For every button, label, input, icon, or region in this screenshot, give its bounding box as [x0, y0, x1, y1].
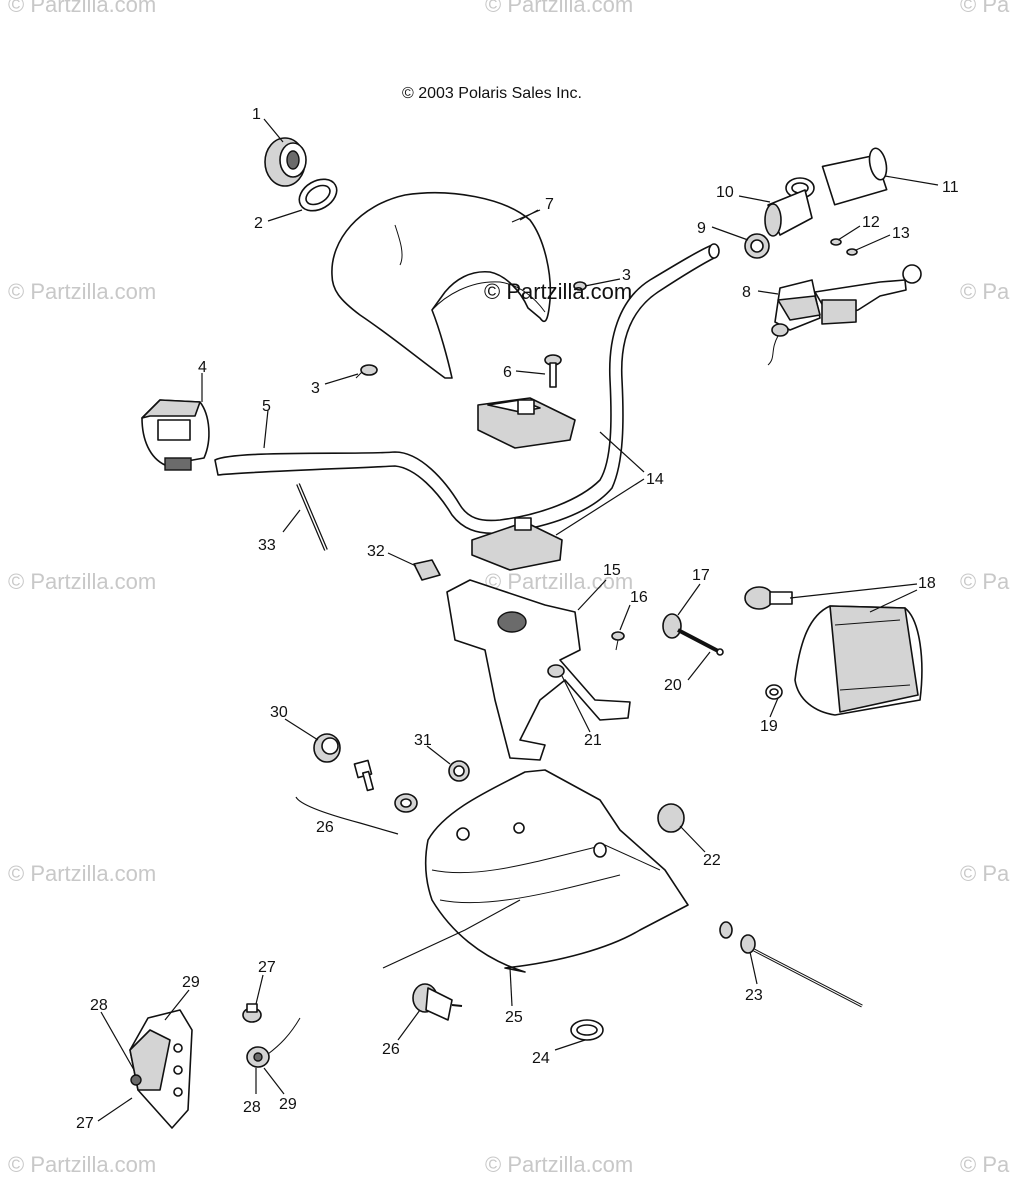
watermark: © Pa	[960, 569, 1010, 594]
callout-16: 16	[630, 589, 648, 606]
callout-9: 9	[697, 220, 706, 237]
callout-26: 26	[382, 1041, 400, 1058]
part-13-screw	[846, 248, 858, 256]
callout-29: 29	[182, 974, 200, 991]
watermark: © Partzilla.com	[485, 0, 633, 17]
callout-5: 5	[262, 398, 271, 415]
watermark: © Pa	[960, 279, 1010, 304]
callout-28: 28	[90, 997, 108, 1014]
watermark: © Pa	[960, 0, 1010, 17]
group-bracket-26a	[295, 796, 399, 835]
part-11-grip	[785, 147, 888, 206]
ignition-nut	[394, 793, 418, 813]
part-33-cable-tie	[296, 483, 328, 551]
callout-33: 33	[258, 537, 276, 554]
part-1-bezel	[264, 137, 307, 187]
part-21-nut	[547, 664, 565, 678]
part-29-switch-bracket	[129, 1009, 193, 1129]
part-23-cable	[719, 921, 863, 1008]
callout-7: 7	[545, 196, 554, 213]
part-12-screw	[830, 238, 842, 246]
callout-labels: 1 2 7 3 3 4 5 6 8 9 10 11 12 13 14 15 16…	[76, 106, 959, 1132]
callout-12: 12	[862, 214, 880, 231]
part-27-screw	[242, 1003, 262, 1023]
callout-31: 31	[414, 732, 432, 749]
callout-27: 27	[76, 1115, 94, 1132]
leader-lines	[97, 118, 939, 1122]
part-30-cap	[313, 733, 341, 763]
watermark: © Pa	[960, 1152, 1010, 1177]
callout-20: 20	[664, 677, 682, 694]
callout-30: 30	[270, 704, 288, 721]
callout-6: 6	[503, 364, 512, 381]
callout-27: 27	[258, 959, 276, 976]
copyright-notice: © 2003 Polaris Sales Inc.	[402, 85, 582, 102]
callout-24: 24	[532, 1050, 550, 1067]
part-7-pod-cover	[331, 192, 552, 379]
watermark: © Partzilla.com	[8, 1152, 156, 1177]
callout-1: 1	[252, 106, 261, 123]
part-19-o-ring	[765, 684, 783, 700]
watermark: © Partzilla.com	[485, 1152, 633, 1177]
callout-32: 32	[367, 543, 385, 560]
callout-8: 8	[742, 284, 751, 301]
watermark: © Partzilla.com	[8, 861, 156, 886]
part-25-lower-housing	[424, 769, 689, 973]
callout-17: 17	[692, 567, 710, 584]
callout-28: 28	[243, 1099, 261, 1116]
callout-4: 4	[198, 359, 207, 376]
part-9-seal	[744, 233, 770, 259]
part-32-clip	[413, 559, 441, 581]
part-8-master-cylinder	[767, 264, 922, 366]
callout-10: 10	[716, 184, 734, 201]
part-10-throttle-housing	[764, 189, 813, 237]
part-4-switch-housing	[141, 399, 210, 471]
callout-3: 3	[311, 380, 320, 397]
part-15-mounting-bracket	[446, 579, 631, 761]
callout-3: 3	[622, 267, 631, 284]
callout-23: 23	[745, 987, 763, 1004]
callout-2: 2	[254, 215, 263, 232]
part-18-bulb	[744, 586, 793, 610]
callout-14: 14	[646, 471, 664, 488]
watermark: © Partzilla.com	[485, 569, 633, 594]
part-26-ignition-switch	[412, 983, 463, 1021]
callout-18: 18	[918, 575, 936, 592]
watermark: © Partzilla.com	[8, 0, 156, 17]
part-14-lower-clamp	[471, 517, 563, 571]
part-14-upper-clamp	[477, 397, 576, 449]
part-28-switch	[246, 1017, 301, 1068]
part-20-adjuster-screw	[677, 628, 724, 656]
watermark: © Pa	[960, 861, 1010, 886]
part-2-gasket	[298, 178, 338, 212]
callout-11: 11	[942, 179, 959, 196]
part-6-bolt	[544, 354, 562, 388]
watermark: © Partzilla.com	[8, 569, 156, 594]
part-16-screw	[611, 631, 625, 651]
part-5-handlebar	[214, 243, 720, 535]
watermark: © Partzilla.com	[8, 279, 156, 304]
part-24-clamp-band	[570, 1019, 604, 1041]
part-31-grommet	[448, 760, 470, 782]
callout-25: 25	[505, 1009, 523, 1026]
group-bracket-25	[382, 899, 521, 969]
callout-22: 22	[703, 852, 721, 869]
callout-15: 15	[603, 562, 621, 579]
part-3-screw	[355, 364, 378, 379]
part-18-headlight	[794, 605, 923, 716]
watermark-center: © Partzilla.com	[484, 279, 632, 304]
callout-21: 21	[584, 732, 602, 749]
part-17-grommet	[662, 613, 682, 639]
callout-19: 19	[760, 718, 778, 735]
callout-29: 29	[279, 1096, 297, 1113]
callout-26: 26	[316, 819, 334, 836]
part-22-plug	[657, 803, 685, 833]
ignition-key	[353, 759, 375, 792]
callout-13: 13	[892, 225, 910, 242]
